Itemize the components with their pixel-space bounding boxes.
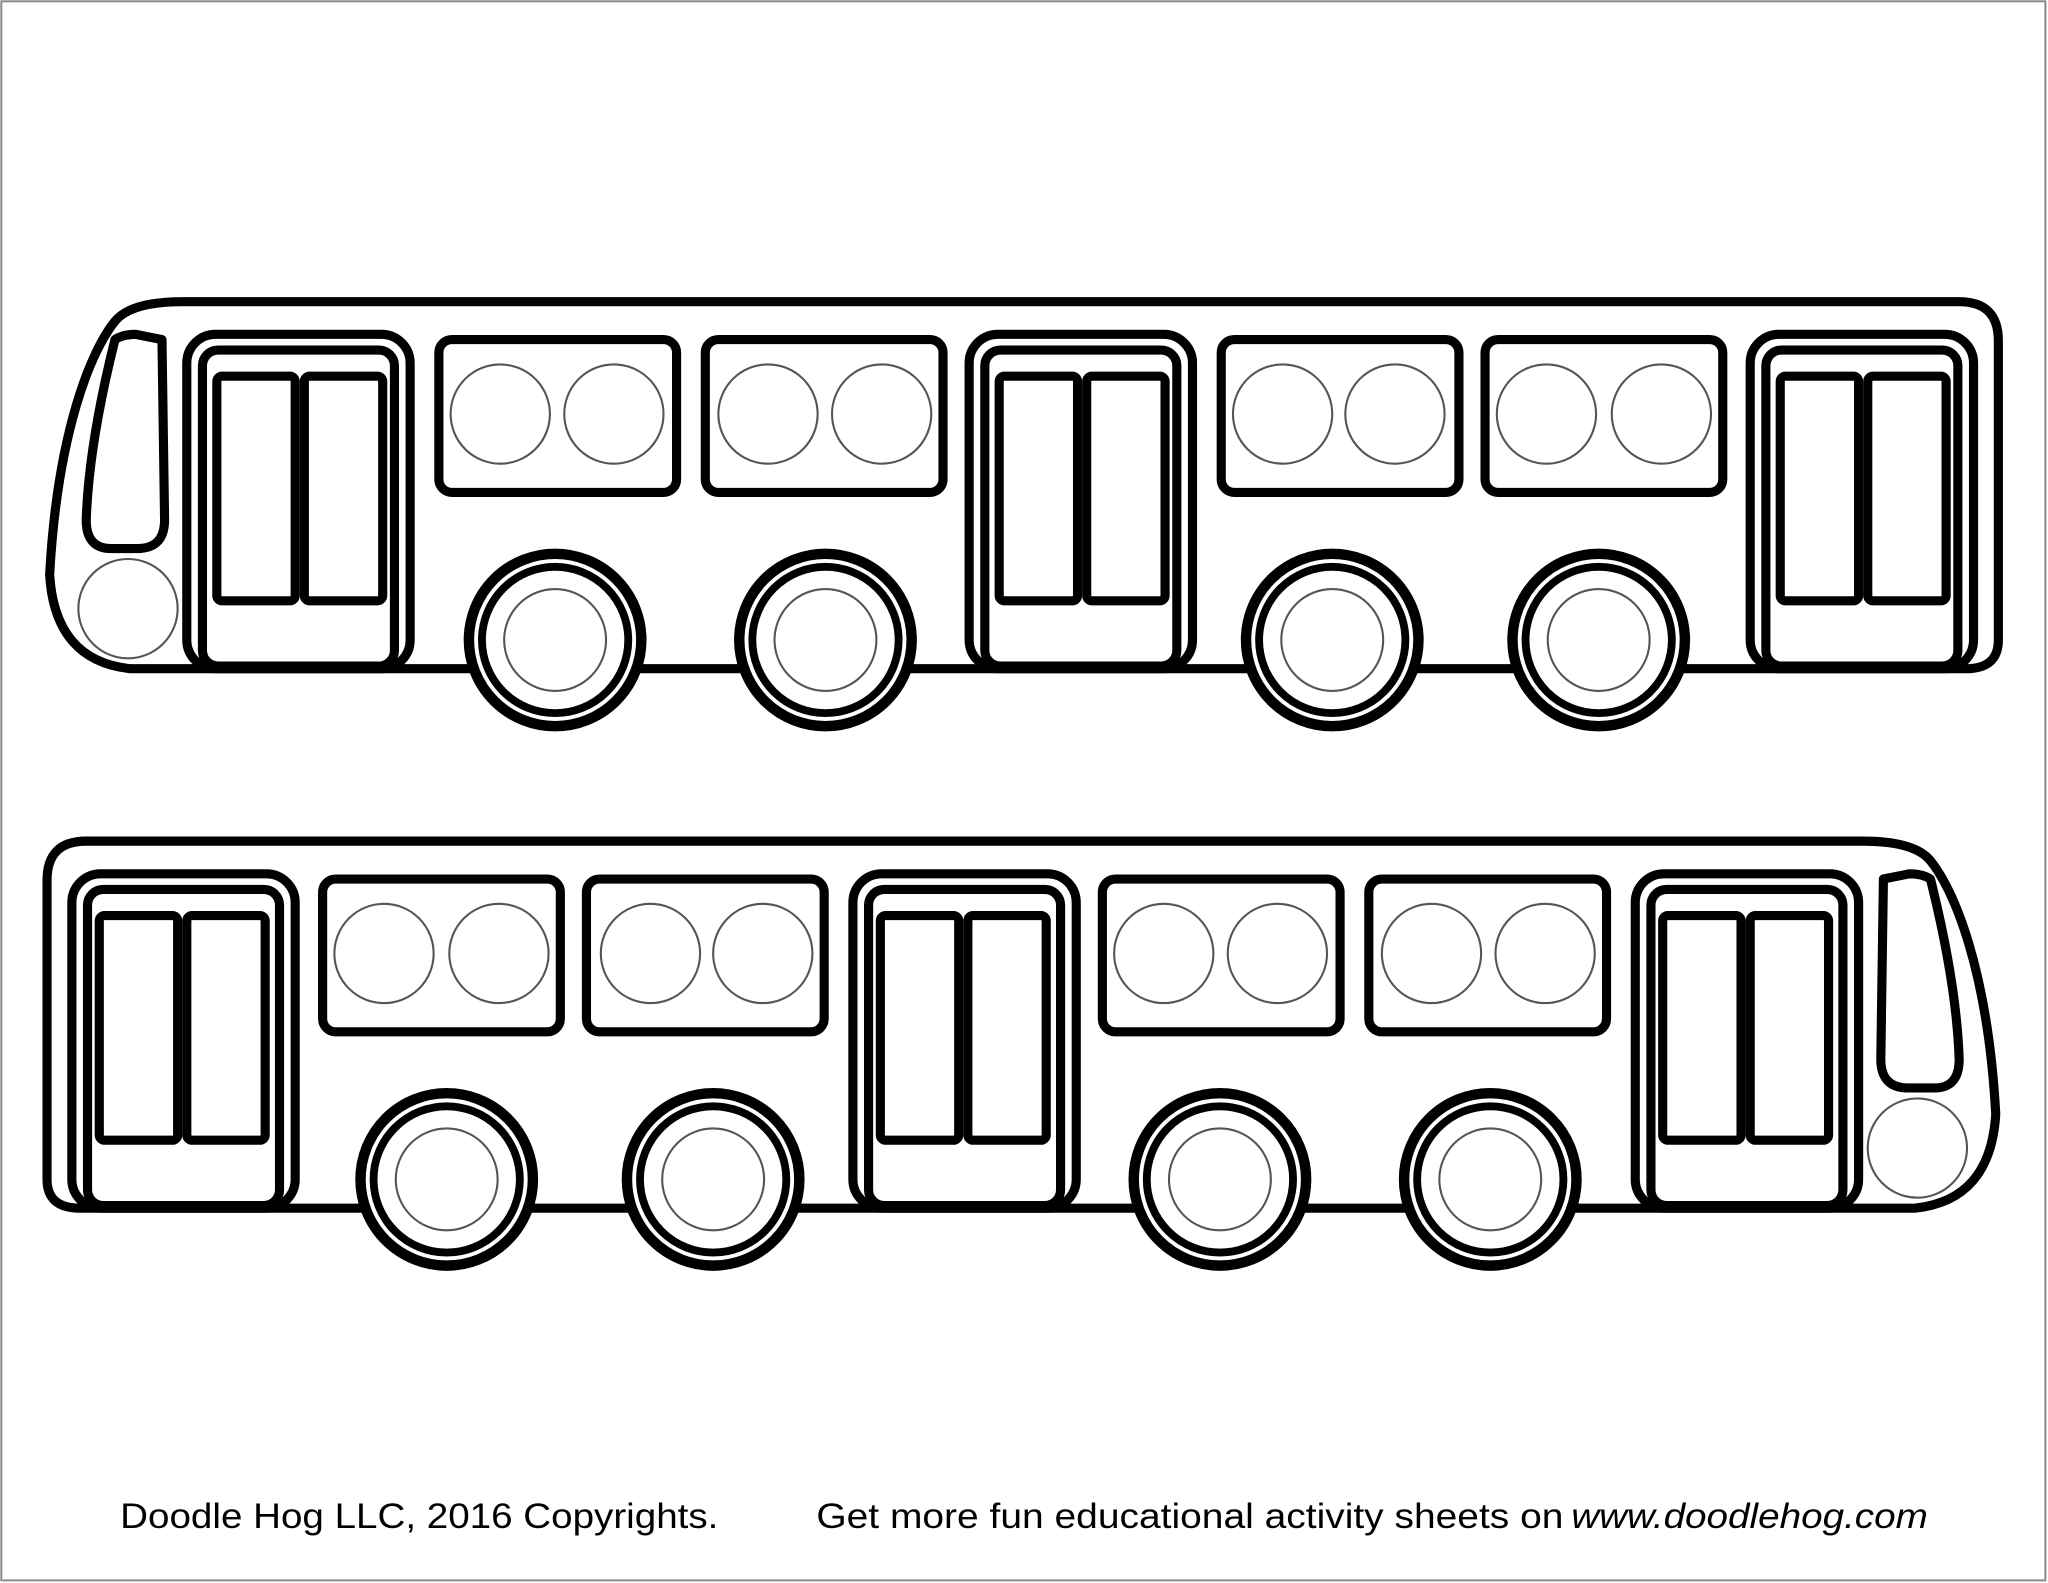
window <box>434 335 682 497</box>
door-panel <box>875 911 964 1145</box>
window <box>318 874 565 1037</box>
bus-facing-left <box>45 297 2003 732</box>
window <box>581 874 829 1037</box>
window-circle <box>1226 902 1329 1005</box>
wheel <box>1398 1087 1582 1271</box>
tire <box>1413 1102 1568 1257</box>
door-panel <box>299 371 388 606</box>
window <box>1480 335 1728 497</box>
window-circle <box>448 902 550 1005</box>
tire <box>1255 562 1410 718</box>
door-panel <box>1863 371 1951 606</box>
door <box>1761 345 1963 671</box>
window <box>1216 335 1464 497</box>
hubcap <box>503 588 608 692</box>
wheel <box>355 1087 539 1271</box>
hubcap <box>1167 1127 1272 1232</box>
window-circle <box>712 902 814 1005</box>
tire <box>478 562 633 718</box>
window-circle <box>333 902 435 1005</box>
wheel <box>1128 1087 1312 1271</box>
windshield <box>1876 869 1964 1093</box>
headlight <box>77 557 179 660</box>
door-panel <box>963 911 1051 1145</box>
tire <box>1521 562 1676 718</box>
window-circle <box>1610 363 1713 465</box>
headlight <box>1866 1097 1969 1199</box>
wheel <box>1507 548 1691 732</box>
door-panel <box>94 911 183 1145</box>
tire <box>636 1102 791 1257</box>
door <box>980 345 1182 671</box>
door-panel <box>1775 371 1864 606</box>
bus-facing-right <box>42 836 2001 1271</box>
window-circle <box>717 363 819 465</box>
tire <box>369 1102 524 1257</box>
window-circle <box>1344 363 1446 465</box>
window-circle <box>1380 902 1483 1005</box>
wheel <box>463 548 647 732</box>
door <box>82 884 285 1211</box>
window <box>1364 874 1612 1037</box>
door-panel <box>182 911 270 1145</box>
bus-body <box>45 297 2003 674</box>
hubcap <box>1546 588 1651 692</box>
hubcap <box>1280 588 1385 692</box>
tire <box>748 562 903 718</box>
hubcap <box>773 588 878 692</box>
window-circle <box>830 363 933 465</box>
door-panel <box>212 371 300 606</box>
door-panel <box>1082 371 1170 606</box>
hubcap <box>661 1127 766 1232</box>
copyright-text: Doodle Hog LLC, 2016 Copyrights. <box>120 1497 718 1536</box>
window <box>1097 874 1345 1037</box>
window-circle <box>1495 363 1598 465</box>
wheel <box>734 548 917 732</box>
tire <box>1142 1102 1297 1257</box>
windshield <box>81 329 170 554</box>
window-circle <box>1113 902 1215 1005</box>
promo-text: Get more fun educational activity sheets… <box>816 1497 1563 1536</box>
website-link[interactable]: www.doodlehog.com <box>1571 1497 1928 1536</box>
hubcap <box>394 1127 499 1232</box>
door-panel <box>1745 911 1834 1145</box>
door-panel <box>1658 911 1746 1145</box>
window <box>700 335 948 497</box>
bus-body <box>42 836 2001 1213</box>
window-circle <box>449 363 551 465</box>
door <box>197 345 400 671</box>
window-circle <box>599 902 702 1005</box>
door-panel <box>994 371 1083 606</box>
window-circle <box>1494 902 1596 1005</box>
hubcap <box>1438 1127 1543 1232</box>
window-circle <box>1231 363 1334 465</box>
door <box>1646 884 1848 1211</box>
window-circle <box>563 363 665 465</box>
wheel <box>1240 548 1424 732</box>
door <box>864 884 1066 1211</box>
wheel <box>621 1087 805 1271</box>
